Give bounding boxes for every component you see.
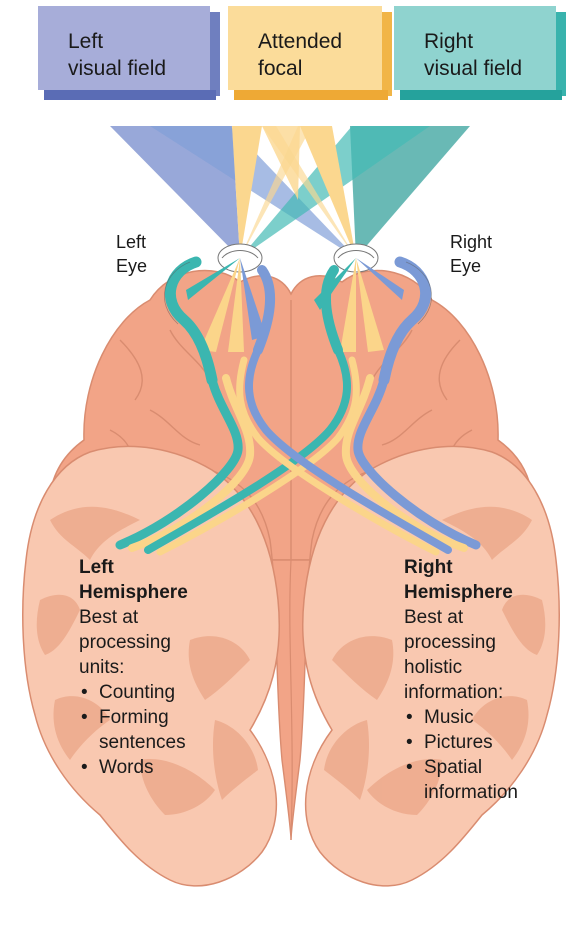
left-hemisphere-description: Best at processing units: [79,605,239,680]
box-side [210,12,220,96]
right-hemisphere-list: Music Pictures Spatial information [404,705,564,805]
left-eye-label: Left Eye [116,230,147,278]
list-item: Words [79,755,239,780]
right-hemisphere-title: Right Hemisphere [404,555,564,605]
box-bottom [44,90,216,100]
left-hemisphere-list: Counting Forming sentences Words [79,680,239,780]
right-eye-label: Right Eye [450,230,492,278]
box-side [556,12,566,96]
box-bottom [400,90,562,100]
attended-focal-box: Attended focal [228,6,392,100]
left-visual-field-box: Left visual field [38,6,220,100]
left-hemisphere-title: Left Hemisphere [79,555,239,605]
right-visual-field-box: Right visual field [394,6,566,100]
right-hemisphere-description: Best at processing holistic information: [404,605,564,705]
right-hemisphere-text: Right Hemisphere Best at processing holi… [404,555,564,805]
visual-field-rays [110,126,470,258]
left-visual-field-label: Left visual field [68,28,166,82]
box-side [382,12,392,96]
list-item: Forming sentences [79,705,239,755]
attended-focal-label: Attended focal [258,28,342,82]
box-bottom [234,90,388,100]
list-item: Counting [79,680,239,705]
list-item: Spatial information [404,755,564,805]
left-hemisphere-text: Left Hemisphere Best at processing units… [79,555,239,780]
list-item: Music [404,705,564,730]
list-item: Pictures [404,730,564,755]
right-visual-field-label: Right visual field [424,28,522,82]
